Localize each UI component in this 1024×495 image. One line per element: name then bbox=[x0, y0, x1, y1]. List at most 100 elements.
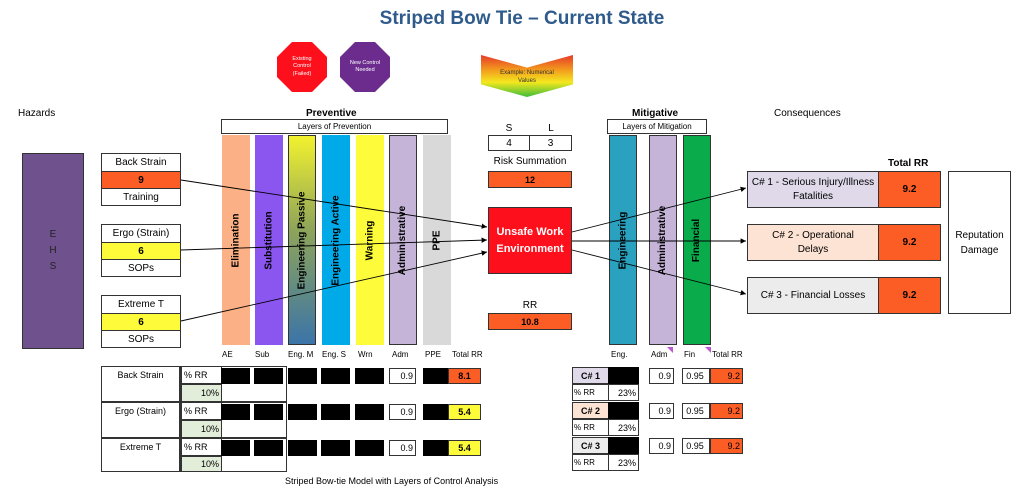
mitigation-layer-engineering[interactable]: Engineering bbox=[609, 135, 637, 345]
layer-substitution[interactable]: Substitution bbox=[255, 135, 283, 345]
risk-summation-value: 12 bbox=[488, 171, 572, 188]
layer-elimination[interactable]: Elimination bbox=[222, 135, 250, 345]
consequence-line-3 bbox=[571, 249, 747, 296]
mit-cell-adm[interactable]: 0.9 bbox=[649, 403, 674, 419]
comment-marker bbox=[705, 347, 711, 353]
prev-cell-eng-s[interactable] bbox=[321, 440, 350, 456]
prev-cell-ae[interactable] bbox=[221, 440, 250, 456]
mit-cell-eng[interactable] bbox=[608, 437, 639, 454]
prev-row-rr-label: % RR bbox=[181, 402, 222, 420]
prev-cell-ppe[interactable] bbox=[423, 440, 448, 456]
prev-cell-wrn[interactable] bbox=[355, 440, 384, 456]
prev-cell-wrn[interactable] bbox=[355, 404, 384, 420]
consequence-3[interactable]: C# 3 - Financial Losses 9.2 bbox=[747, 277, 941, 314]
consequence-total-rr: 9.2 bbox=[879, 172, 940, 207]
prev-cell-adm[interactable]: 0.9 bbox=[389, 440, 416, 456]
mit-cell-adm[interactable]: 0.9 bbox=[649, 438, 674, 454]
prev-cell-ae[interactable] bbox=[221, 404, 250, 420]
prev-cell-adm[interactable]: 0.9 bbox=[389, 404, 416, 420]
mit-cell-adm[interactable]: 0.9 bbox=[649, 368, 674, 384]
severity-value: 4 bbox=[488, 135, 530, 151]
page-title: Striped Bow Tie – Current State bbox=[379, 8, 665, 29]
prev-header-ppe: PPE bbox=[425, 350, 442, 359]
hazard-value: 6 bbox=[102, 242, 180, 259]
prev-row-hazard: Extreme T bbox=[119, 442, 162, 452]
hazard-control: SOPs bbox=[102, 259, 180, 276]
mit-row-rr-label: % RR bbox=[572, 419, 609, 436]
layer-warning[interactable]: Warning bbox=[356, 135, 384, 345]
mit-cell-fin[interactable]: 0.95 bbox=[682, 438, 710, 454]
total-rr-heading: Total RR bbox=[888, 158, 929, 169]
prev-row-pct[interactable]: 10% bbox=[181, 384, 222, 402]
mit-header-fin: Fin bbox=[684, 350, 696, 359]
preventive-heading: Preventive bbox=[306, 108, 357, 119]
consequences-heading: Consequences bbox=[774, 108, 841, 119]
prev-cell-ppe[interactable] bbox=[423, 404, 448, 420]
prev-row-hazard: Ergo (Strain) bbox=[114, 406, 167, 416]
prev-cell-eng-m[interactable] bbox=[288, 368, 317, 384]
hazard-back-strain[interactable]: Back Strain 9 Training bbox=[101, 153, 181, 206]
prev-row-pct[interactable]: 10% bbox=[181, 420, 222, 438]
hazard-extreme-t[interactable]: Extreme T 6 SOPs bbox=[101, 295, 181, 348]
ehs-letter-e: E bbox=[49, 229, 57, 240]
consequence-1[interactable]: C# 1 - Serious Injury/Illness Fatalities… bbox=[747, 171, 941, 208]
mit-cell-fin[interactable]: 0.95 bbox=[682, 368, 710, 384]
mit-row-c3-label: C# 3 bbox=[572, 437, 609, 454]
mit-header-eng: Eng. bbox=[611, 350, 628, 359]
mit-cell-total-rr: 9.2 bbox=[710, 438, 743, 454]
consequence-2[interactable]: C# 2 - Operational Delays 9.2 bbox=[747, 224, 941, 261]
prev-cell-eng-s[interactable] bbox=[321, 368, 350, 384]
mitigative-heading: Mitigative bbox=[632, 108, 679, 119]
layer-engineering-active[interactable]: Engineering Active bbox=[322, 135, 350, 345]
mit-row-pct[interactable]: 23% bbox=[608, 419, 639, 436]
mit-row-pct[interactable]: 23% bbox=[608, 454, 639, 471]
prev-cell-ae[interactable] bbox=[221, 368, 250, 384]
prev-cell-eng-m[interactable] bbox=[288, 404, 317, 420]
severity-label: S bbox=[505, 122, 513, 134]
layer-engineering-passive[interactable]: Engineering Passive bbox=[288, 135, 316, 345]
mit-cell-fin[interactable]: 0.95 bbox=[682, 403, 710, 419]
mit-row-pct[interactable]: 23% bbox=[608, 384, 639, 401]
mit-row-c2-label: C# 2 bbox=[572, 402, 609, 419]
prev-cell-adm[interactable]: 0.9 bbox=[389, 368, 416, 384]
prev-cell-wrn[interactable] bbox=[355, 368, 384, 384]
prev-header-eng-s: Eng. S bbox=[322, 350, 347, 359]
mit-cell-eng[interactable] bbox=[608, 367, 639, 384]
top-event-label: Unsafe Work Environment bbox=[496, 226, 564, 255]
prev-cell-sub[interactable] bbox=[254, 404, 283, 420]
top-event-unsafe-work-environment[interactable]: Unsafe Work Environment bbox=[488, 207, 572, 274]
mit-cell-total-rr: 9.2 bbox=[710, 368, 743, 384]
legend-numerical-label: Example: Numerical Values bbox=[500, 70, 554, 84]
mitigation-layer-financial[interactable]: Financial bbox=[683, 135, 711, 345]
layer-ppe[interactable]: PPE bbox=[423, 135, 451, 345]
mit-row-rr-label: % RR bbox=[572, 454, 609, 471]
hazard-value: 9 bbox=[102, 171, 180, 188]
reputation-damage-label: Reputation Damage bbox=[955, 229, 1004, 256]
prev-header-ae: AE bbox=[222, 350, 233, 359]
prev-cell-eng-s[interactable] bbox=[321, 404, 350, 420]
legend-existing-control-label: Existing Control (Failed) bbox=[292, 56, 312, 77]
legend-existing-control-icon: Existing Control (Failed) bbox=[277, 42, 327, 92]
mitigation-layer-administrative[interactable]: Administrative bbox=[649, 135, 677, 345]
consequence-total-rr: 9.2 bbox=[879, 225, 940, 260]
mit-cell-eng[interactable] bbox=[608, 402, 639, 419]
consequence-line-1 bbox=[571, 186, 747, 233]
prev-header-eng-m: Eng. M bbox=[288, 350, 314, 359]
ehs-letter-s: S bbox=[49, 261, 57, 272]
reputation-damage[interactable]: Reputation Damage bbox=[948, 171, 1011, 314]
prev-cell-sub[interactable] bbox=[254, 440, 283, 456]
divider bbox=[101, 437, 287, 439]
prev-cell-eng-m[interactable] bbox=[288, 440, 317, 456]
prev-cell-sub[interactable] bbox=[254, 368, 283, 384]
consequence-label: C# 1 - Serious Injury/Illness Fatalities bbox=[748, 172, 879, 207]
likelihood-value: 3 bbox=[529, 135, 572, 151]
prev-cell-ppe[interactable] bbox=[423, 368, 448, 384]
consequence-label: C# 3 - Financial Losses bbox=[748, 278, 879, 313]
rr-value: 10.8 bbox=[488, 313, 572, 330]
prev-row-pct[interactable]: 10% bbox=[181, 456, 222, 472]
threat-line-extreme-t bbox=[180, 250, 488, 322]
prev-header-adm: Adm bbox=[392, 350, 409, 359]
layer-administrative[interactable]: Administrative bbox=[389, 135, 417, 345]
hazard-ergo-strain[interactable]: Ergo (Strain) 6 SOPs bbox=[101, 224, 181, 277]
